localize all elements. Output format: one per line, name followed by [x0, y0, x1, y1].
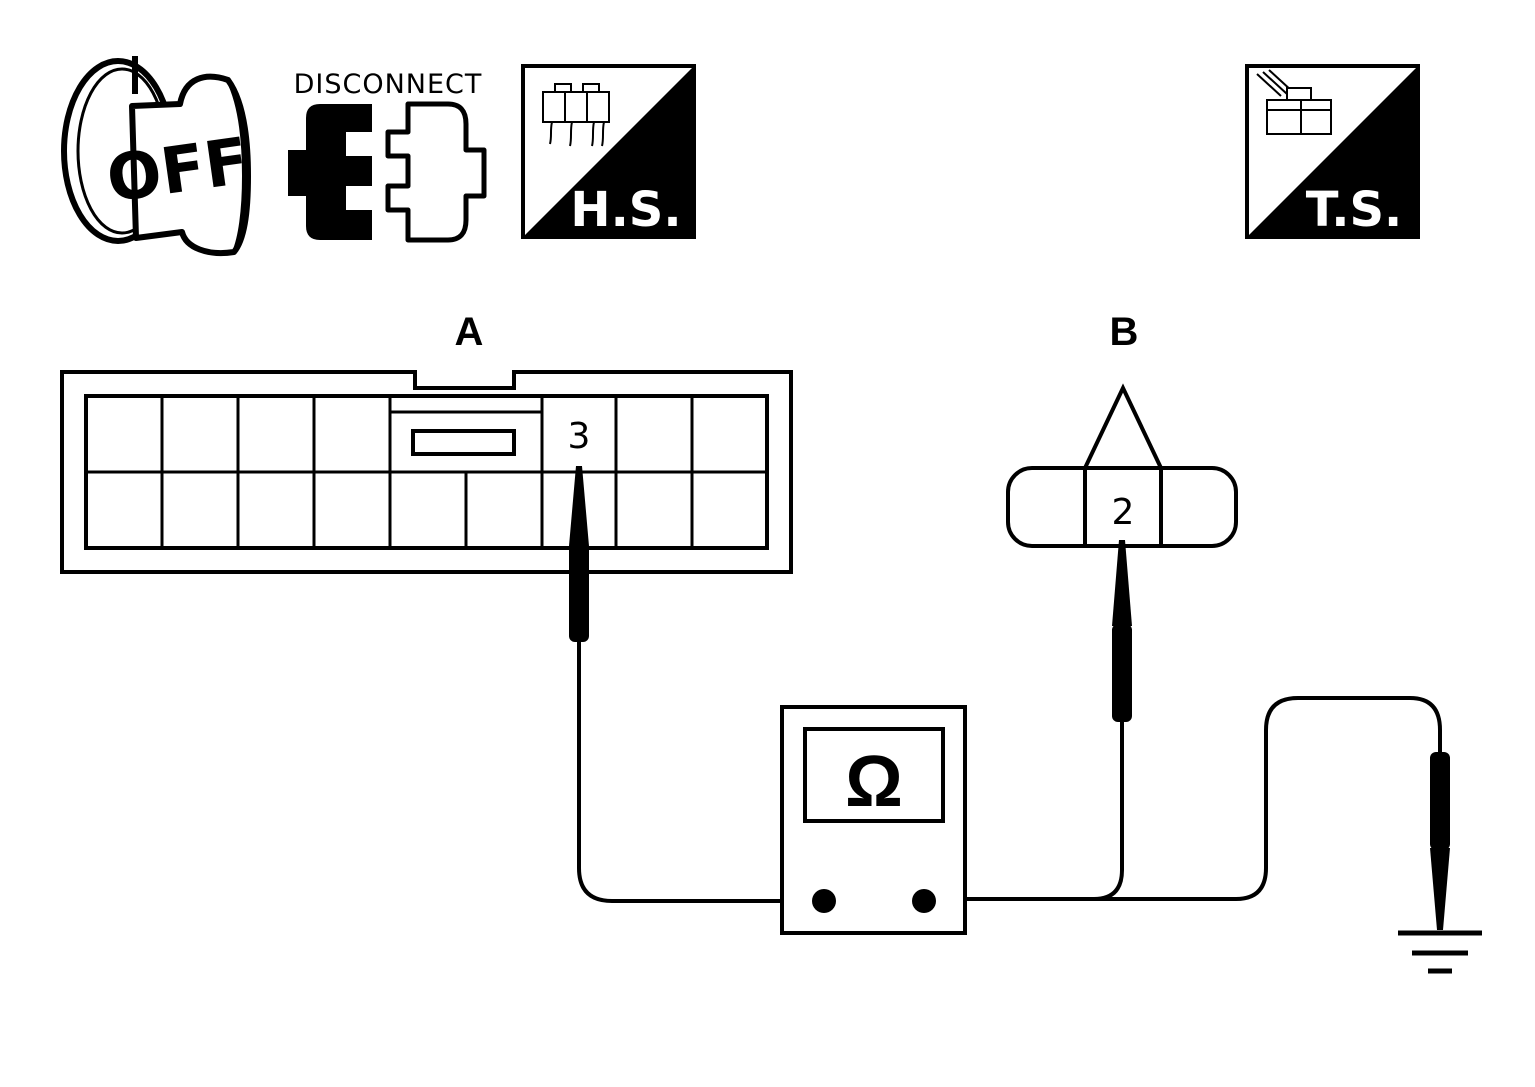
connector-a-lock [411, 429, 516, 456]
probe-ground [1430, 752, 1450, 930]
connector-a-terminal-number: 3 [568, 416, 591, 457]
ohm-symbol: Ω [845, 742, 903, 822]
connector-a-label: A [455, 310, 484, 354]
test-leads [577, 640, 1442, 903]
ignition-off-icon: OFF [61, 56, 253, 256]
terminal-side-label: T.S. [1306, 182, 1403, 238]
terminal-side-icon: T.S. [1245, 64, 1420, 239]
connector-a-cavities [86, 396, 767, 548]
ohmmeter: Ω [780, 705, 967, 935]
harness-side-icon: H.S. [521, 64, 696, 239]
disconnect-label: DISCONNECT [294, 69, 483, 100]
ohmmeter-display [803, 727, 945, 823]
connector-b-key [1081, 383, 1165, 470]
connector-b: B 2 [1006, 310, 1238, 548]
connector-a: A 3 [60, 310, 793, 574]
connector-b-label: B [1110, 310, 1139, 354]
meter-jack-left [812, 889, 836, 913]
harness-connector-icon [542, 83, 610, 147]
terminal-connector-icon [1256, 69, 1332, 135]
ground-symbol [1398, 930, 1482, 974]
probe-b [1112, 540, 1132, 722]
connector-b-terminal-number: 2 [1112, 492, 1135, 533]
probe-a [569, 466, 589, 642]
probe-lead-ground [924, 696, 1442, 901]
meter-jack-right [912, 889, 936, 913]
probe-lead-a [577, 640, 824, 903]
disconnect-icon: DISCONNECT [288, 69, 487, 243]
harness-side-label: H.S. [570, 182, 681, 238]
